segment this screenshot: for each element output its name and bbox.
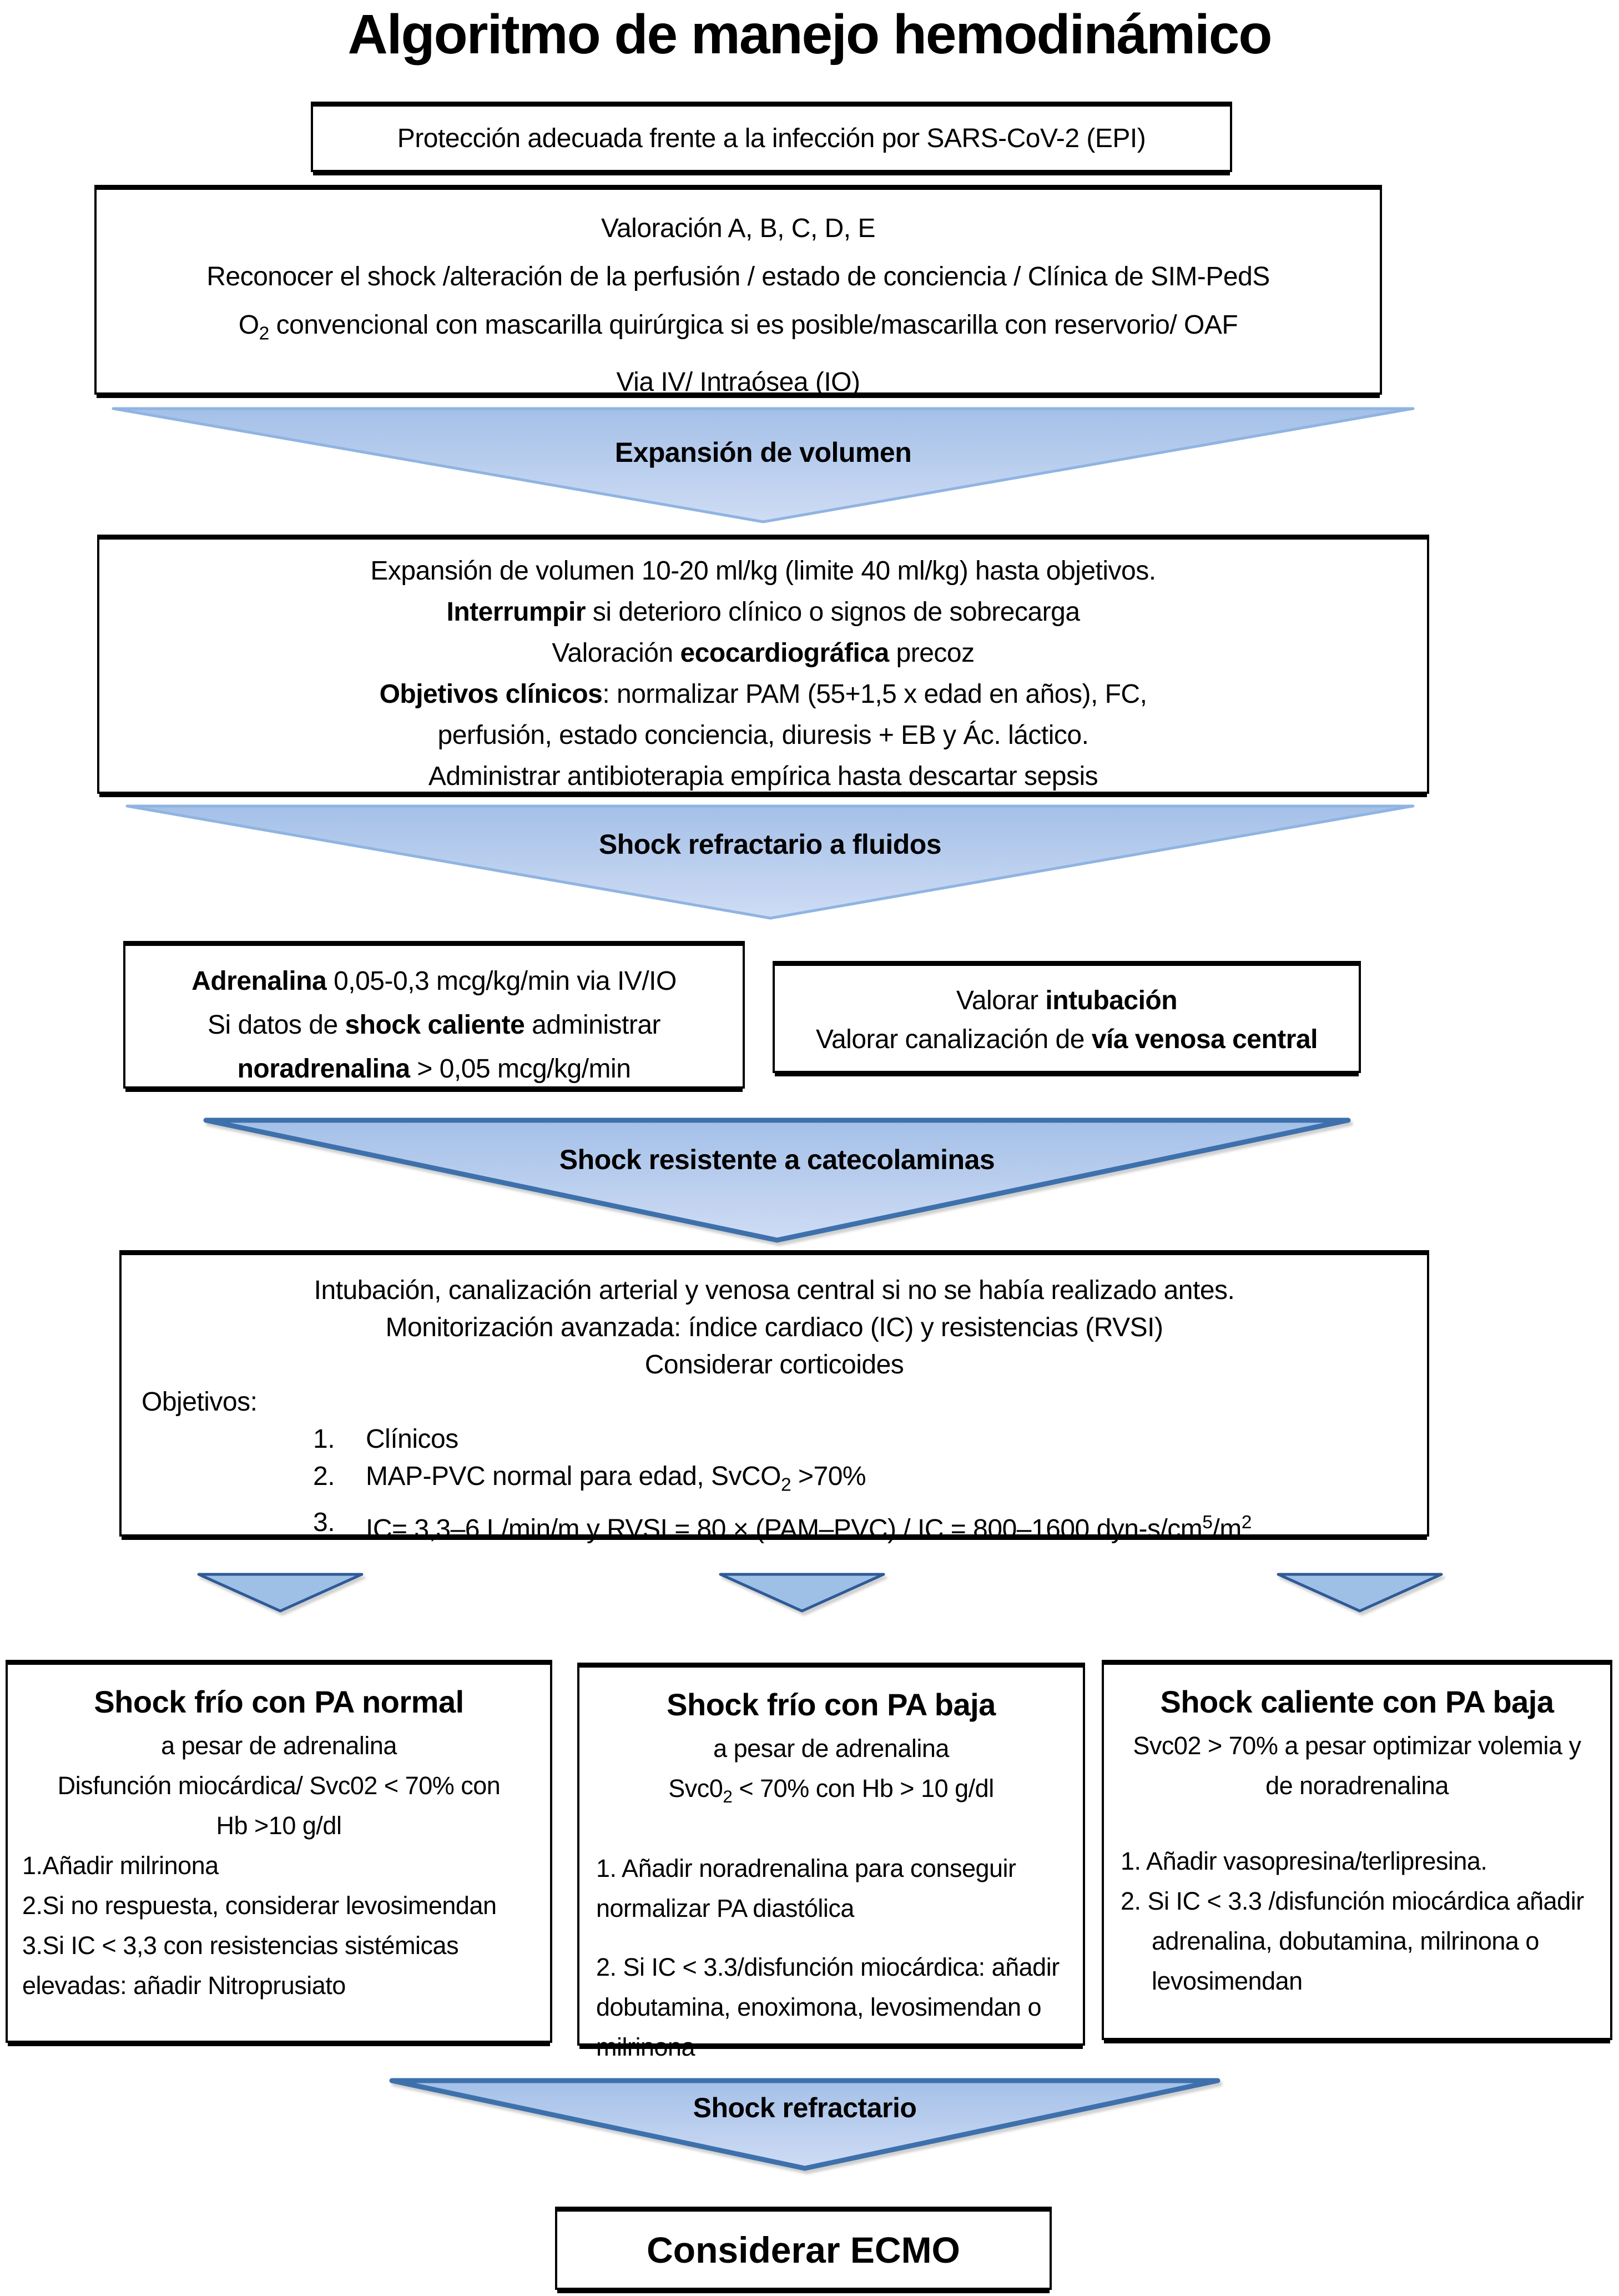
- subscript: 2: [780, 1474, 791, 1496]
- box-epi: Protección adecuada frente a la infecció…: [311, 102, 1232, 172]
- text-line: Si datos de shock caliente administrar: [207, 1010, 661, 1040]
- subscript: 2: [723, 1786, 733, 1806]
- text-line: Interrumpir si deterioro clínico o signo…: [446, 597, 1080, 627]
- text-line: Hb >10 g/dl: [216, 1811, 342, 1840]
- triangle-cold-shock-normal-bp: [197, 1573, 364, 1613]
- text-line: a pesar de adrenalina: [161, 1731, 397, 1760]
- arrow-refractory-shock-label: Shock refractario: [693, 2092, 917, 2123]
- text-line: Valoración ecocardiográfica precoz: [552, 638, 975, 668]
- text-line: Administrar antibioterapia empírica hast…: [428, 762, 1098, 791]
- text-line: Svc02 < 70% con Hb > 10 g/dl: [668, 1774, 994, 1806]
- list-item: 3.Si IC < 3,3 con resistencias sistémica…: [22, 1931, 459, 2000]
- text-line: Intubación, canalización arterial y veno…: [314, 1276, 1235, 1305]
- list-item: 2. Si IC < 3.3/disfunción miocárdica: añ…: [596, 1953, 1060, 2061]
- box-adrenaline: Adrenalina 0,05-0,3 mcg/kg/min via IV/IO…: [123, 941, 745, 1089]
- arrow-catecholamine-resistant-shock: [203, 1117, 1351, 1243]
- box-intubation: Valorar intubación Valorar canalización …: [773, 961, 1361, 1073]
- arrow-catecholamine-resistant-shock-label: Shock resistente a catecolaminas: [559, 1144, 995, 1175]
- box-consider-ecmo-text: Considerar ECMO: [647, 2229, 960, 2270]
- arrow-fluid-refractory-shock-label: Shock refractario a fluidos: [598, 829, 942, 860]
- box-epi-text: Protección adecuada frente a la infecció…: [397, 123, 1146, 153]
- text-line: Objetivos clínicos: normalizar PAM (55+1…: [379, 679, 1147, 709]
- text-line: a pesar de adrenalina: [713, 1734, 949, 1763]
- subscript: 2: [259, 323, 270, 344]
- text-line: Valorar intubación: [956, 986, 1178, 1015]
- box-cold-shock-low-bp: Shock frío con PA baja a pesar de adrena…: [577, 1663, 1085, 2061]
- text-line: perfusión, estado conciencia, diuresis +…: [437, 721, 1089, 750]
- text-line: Svc02 > 70% a pesar optimizar volemia y …: [1133, 1731, 1581, 1800]
- objective-item: 2.MAP-PVC normal para edad, SvCO2 >70%: [313, 1462, 866, 1496]
- text-line: Expansión de volumen 10-20 ml/kg (limite…: [370, 556, 1156, 586]
- list-item: 2. Si IC < 3.3 /disfunción miocárdica añ…: [1121, 1887, 1584, 1995]
- text-line: Valoración A, B, C, D, E: [601, 214, 876, 243]
- list-item: 1.Añadir milrinona: [22, 1851, 219, 1880]
- box-cold-shock-normal-bp: Shock frío con PA normal a pesar de adre…: [6, 1660, 552, 2043]
- box-title: Shock caliente con PA baja: [1160, 1684, 1554, 1719]
- text-line: Monitorización avanzada: índice cardiaco…: [385, 1313, 1163, 1342]
- objective-item: 1.Clínicos: [313, 1424, 458, 1454]
- text-line: Via IV/ Intraósea (IO): [616, 367, 860, 397]
- list-item: 2.Si no respuesta, considerar levosimend…: [22, 1891, 497, 1920]
- box-title: Shock frío con PA normal: [94, 1684, 464, 1719]
- text-line: Disfunción miocárdica/ Svc02 < 70% con: [57, 1771, 501, 1800]
- text-line: Adrenalina 0,05-0,3 mcg/kg/min via IV/IO: [191, 966, 677, 996]
- superscript: 2: [1241, 1512, 1252, 1533]
- arrow-refractory-shock: [389, 2078, 1220, 2171]
- objectives-label: Objetivos:: [142, 1387, 258, 1417]
- triangle-cold-shock-low-bp: [719, 1573, 885, 1613]
- box-volume-expansion: Expansión de volumen 10-20 ml/kg (limite…: [97, 535, 1429, 794]
- text-line: Considerar corticoides: [644, 1350, 904, 1379]
- box-consider-ecmo: Considerar ECMO: [555, 2207, 1052, 2290]
- arrow-fluid-refractory-shock: [125, 804, 1415, 920]
- list-item: 1. Añadir noradrenalina para conseguir n…: [596, 1854, 1016, 1922]
- text-line: Valorar canalización de vía venosa centr…: [816, 1025, 1318, 1054]
- text-line: noradrenalina > 0,05 mcg/kg/min: [237, 1054, 631, 1084]
- superscript: 5: [1202, 1512, 1213, 1533]
- objective-item: 3.IC= 3,3–6 L/min/m y RVSI = 80 × (PAM–P…: [313, 1507, 1252, 1544]
- arrow-volume-expansion-label: Expansión de volumen: [614, 437, 912, 468]
- list-item: 1. Añadir vasopresina/terlipresina.: [1121, 1847, 1487, 1875]
- box-initial-assessment: Valoración A, B, C, D, E Reconocer el sh…: [94, 185, 1382, 397]
- box-title: Shock frío con PA baja: [667, 1687, 996, 1722]
- text-line: Reconocer el shock /alteración de la per…: [206, 262, 1270, 291]
- box-advanced-monitoring: Intubación, canalización arterial y veno…: [119, 1250, 1429, 1544]
- box-warm-shock-low-bp: Shock caliente con PA baja Svc02 > 70% a…: [1102, 1660, 1612, 2040]
- triangle-warm-shock-low-bp: [1277, 1573, 1443, 1613]
- arrow-volume-expansion: [112, 407, 1415, 523]
- page-title: Algoritmo de manejo hemodinámico: [347, 3, 1273, 66]
- text-line: O2 convencional con mascarilla quirúrgic…: [238, 310, 1238, 344]
